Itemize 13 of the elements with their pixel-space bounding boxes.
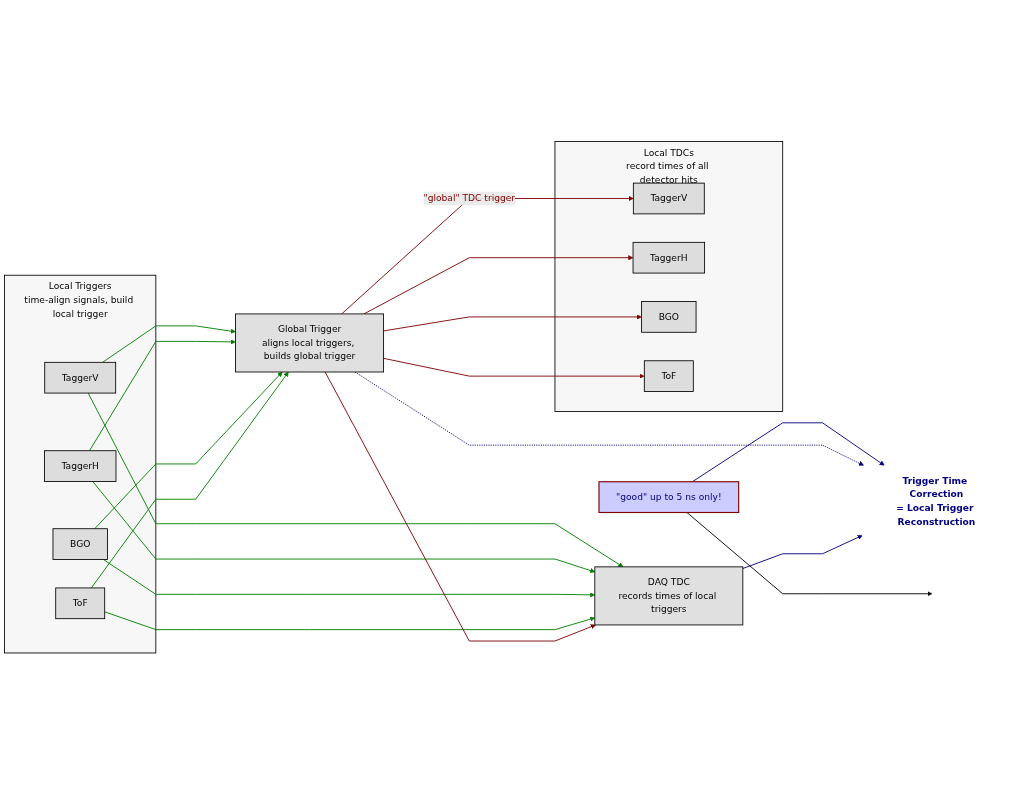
node-box: TaggerV bbox=[632, 182, 705, 215]
edge-label: "global" TDC trigger bbox=[423, 192, 516, 204]
node-box: ToF bbox=[643, 360, 694, 392]
node-box: TaggerH bbox=[44, 450, 117, 482]
node-box: ToF bbox=[55, 587, 106, 619]
node-box: BGO bbox=[52, 528, 108, 560]
node-box: "good" up to 5 ns only! bbox=[598, 480, 740, 513]
node-box: TaggerH bbox=[632, 241, 706, 274]
node-text: Trigger Time Correction = Local Trigger Reconstruction bbox=[896, 474, 976, 527]
node-box: TaggerV bbox=[44, 361, 117, 394]
node-box: DAQ TDC records times of local triggers bbox=[594, 566, 744, 626]
node-box: BGO bbox=[641, 300, 697, 333]
node-box: Global Trigger aligns local triggers, builds global trigger bbox=[235, 313, 384, 373]
